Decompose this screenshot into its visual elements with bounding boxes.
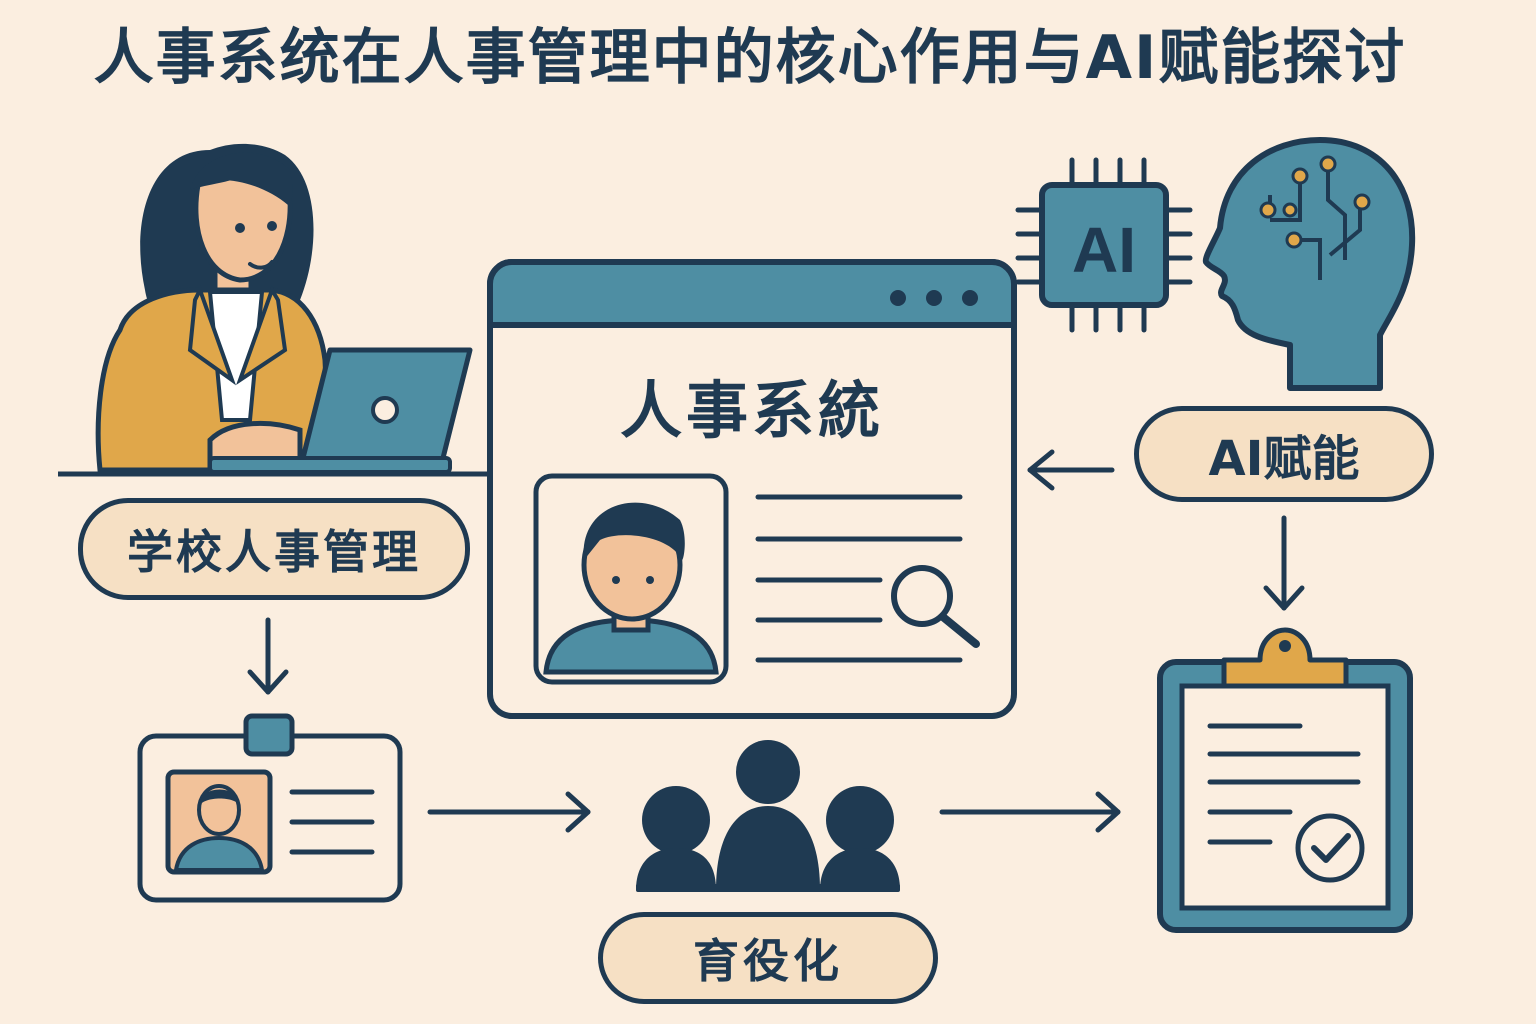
- search-icon: [891, 565, 980, 648]
- ai-brain-head-icon: [1202, 137, 1416, 391]
- people-group-icon: [636, 740, 900, 892]
- window-dot-icon: [890, 290, 906, 306]
- arrow-people-to-report: [939, 791, 1121, 833]
- woman-at-laptop-illustration: [58, 143, 492, 477]
- ai-chip-icon: AI: [1015, 157, 1193, 333]
- cultivation-label: 育役化: [693, 934, 843, 988]
- hr-system-title: 人事系統: [619, 374, 884, 447]
- checkmark-icon: [1295, 813, 1365, 883]
- cultivation-node: 育役化: [598, 912, 938, 1004]
- arrow-badge-to-people: [427, 791, 591, 833]
- hr-system-window: [487, 259, 1017, 719]
- window-dot-icon: [926, 290, 942, 306]
- school-hr-management-node: 学校人事管理: [78, 498, 470, 600]
- id-badge-icon: [137, 713, 403, 903]
- window-dot-icon: [962, 290, 978, 306]
- clipboard-report-icon: [1157, 627, 1413, 933]
- employee-avatar-icon: [543, 502, 719, 675]
- arrow-hr-to-badge: [247, 617, 289, 695]
- ai-empowerment-node: AI赋能: [1134, 406, 1434, 502]
- ai-chip-text: AI: [1072, 214, 1136, 286]
- arrow-ai-to-system: [1027, 449, 1115, 491]
- school-hr-management-label: 学校人事管理: [127, 525, 421, 579]
- page-title: 人事系统在人事管理中的核心作用与AI赋能探讨: [93, 23, 1407, 93]
- arrow-ai-to-report: [1263, 515, 1305, 611]
- ai-empowerment-label: AI赋能: [1208, 431, 1360, 487]
